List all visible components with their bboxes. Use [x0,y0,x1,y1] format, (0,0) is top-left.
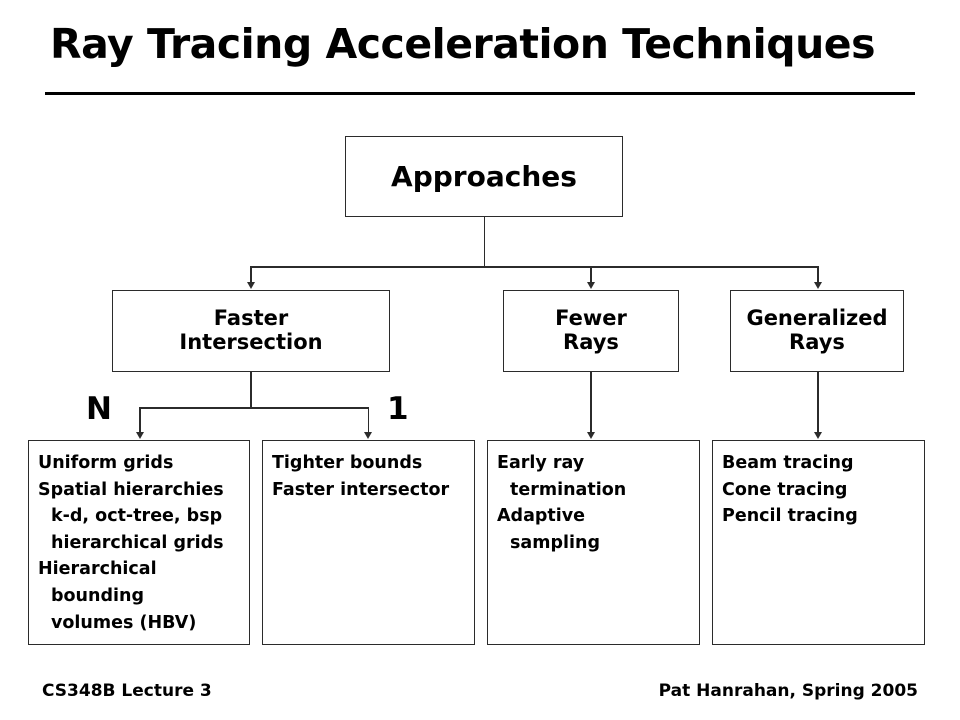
footer-lecture-label: CS348B Lecture 3 [42,681,212,701]
list-item: Beam tracing [722,453,854,473]
node-fewer-rays-detail[interactable]: Early ray termination Adaptive sampling [487,440,700,645]
list-item: Spatial hierarchies [38,479,224,500]
node-faster-intersection-n[interactable]: Uniform grids Spatial hierarchies k-d, o… [28,440,250,645]
arrowhead-to-n-box [135,432,144,439]
node-fewer-rays-label: Fewer Rays [555,306,627,354]
arrowhead-to-fewer [586,282,595,289]
list-item: Cone tracing [722,479,848,500]
list-item: bounding [51,585,144,606]
connector-root-bus [250,266,818,268]
list-item: hierarchical grids [51,532,224,553]
list-item: Hierarchical [38,559,157,580]
connector-faster-stem [250,372,252,408]
connector-generalized-to-detail [817,372,819,433]
arrowhead-to-generalized-detail [813,432,822,439]
branch-label-one: 1 [387,391,409,427]
list-item: sampling [510,532,600,553]
list-item: Faster intersector [272,479,450,500]
node-generalized-rays[interactable]: Generalized Rays [730,290,904,372]
node-approaches-label: Approaches [391,159,577,193]
node-approaches[interactable]: Approaches [345,136,623,217]
list-item: Tighter bounds [272,453,423,473]
node-faster-intersection-one[interactable]: Tighter bounds Faster intersector [262,440,475,645]
node-faster-intersection[interactable]: Faster Intersection [112,290,390,372]
list-item: Pencil tracing [722,506,858,527]
list-item: volumes (HBV) [51,612,197,633]
node-generalized-rays-label: Generalized Rays [746,306,888,354]
list-item: Early ray [497,453,585,473]
list-item: termination [510,479,627,500]
connector-root-to-generalized [817,266,819,283]
page-title: Ray Tracing Acceleration Techniques [50,20,875,68]
node-generalized-rays-detail[interactable]: Beam tracing Cone tracing Pencil tracing [712,440,925,645]
list-item: k-d, oct-tree, bsp [51,506,223,527]
arrowhead-to-faster [246,282,255,289]
connector-root-to-fewer [590,266,592,283]
connector-root-stem [483,217,486,267]
title-divider [45,92,915,95]
list-item: Adaptive [497,506,586,527]
connector-faster-to-one [367,407,370,433]
arrowhead-to-fewer-detail [586,432,595,439]
node-faster-intersection-label: Faster Intersection [179,306,323,354]
footer-author-label: Pat Hanrahan, Spring 2005 [658,681,918,701]
branch-label-n: N [86,391,112,427]
connector-fewer-to-detail [590,372,592,433]
node-fewer-rays[interactable]: Fewer Rays [503,290,679,372]
connector-root-to-faster [250,266,252,283]
arrowhead-to-generalized [813,282,822,289]
connector-faster-to-n [139,407,141,433]
list-item: Uniform grids [38,453,174,473]
connector-faster-bus [139,407,369,409]
arrowhead-to-one-box [364,432,372,439]
